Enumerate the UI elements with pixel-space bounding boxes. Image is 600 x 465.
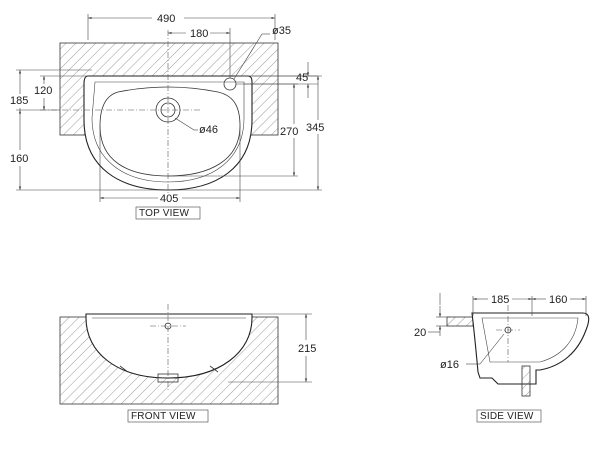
dim-side-right: 160 [549,294,567,306]
dim-waste-hole: ø46 [199,124,218,136]
dim-bowl-width: 405 [160,193,178,205]
front-view-label: FRONT VIEW [131,411,196,422]
top-view: 490 180 ø35 45 270 345 18 [10,13,324,220]
top-view-label: TOP VIEW [139,208,189,219]
dim-left-upper: 185 [10,95,28,107]
dim-side-left: 185 [491,294,509,306]
dim-bowl-depth: 270 [280,126,298,138]
dim-overall-depth: 345 [306,122,324,134]
side-view: 185 160 20 ø16 SIDE VIEW [414,293,590,423]
dim-front-height: 215 [298,343,316,355]
dim-width-overall: 490 [157,13,175,25]
front-view: 215 FRONT VIEW [59,304,316,423]
side-view-label: SIDE VIEW [480,411,534,422]
dim-back-depth: 45 [296,72,308,84]
dim-tap-offset: 180 [190,28,208,40]
dim-overflow-hole: ø16 [440,359,459,371]
dim-side-rim: 20 [414,327,426,339]
dim-left-mid: 120 [34,85,52,97]
front-view-basin [85,313,253,379]
side-view-basin [471,312,590,385]
top-view-bowl [99,86,241,177]
dim-left-lower: 160 [10,153,28,165]
dim-tap-hole: ø35 [272,25,291,37]
side-view-counter [446,316,474,327]
